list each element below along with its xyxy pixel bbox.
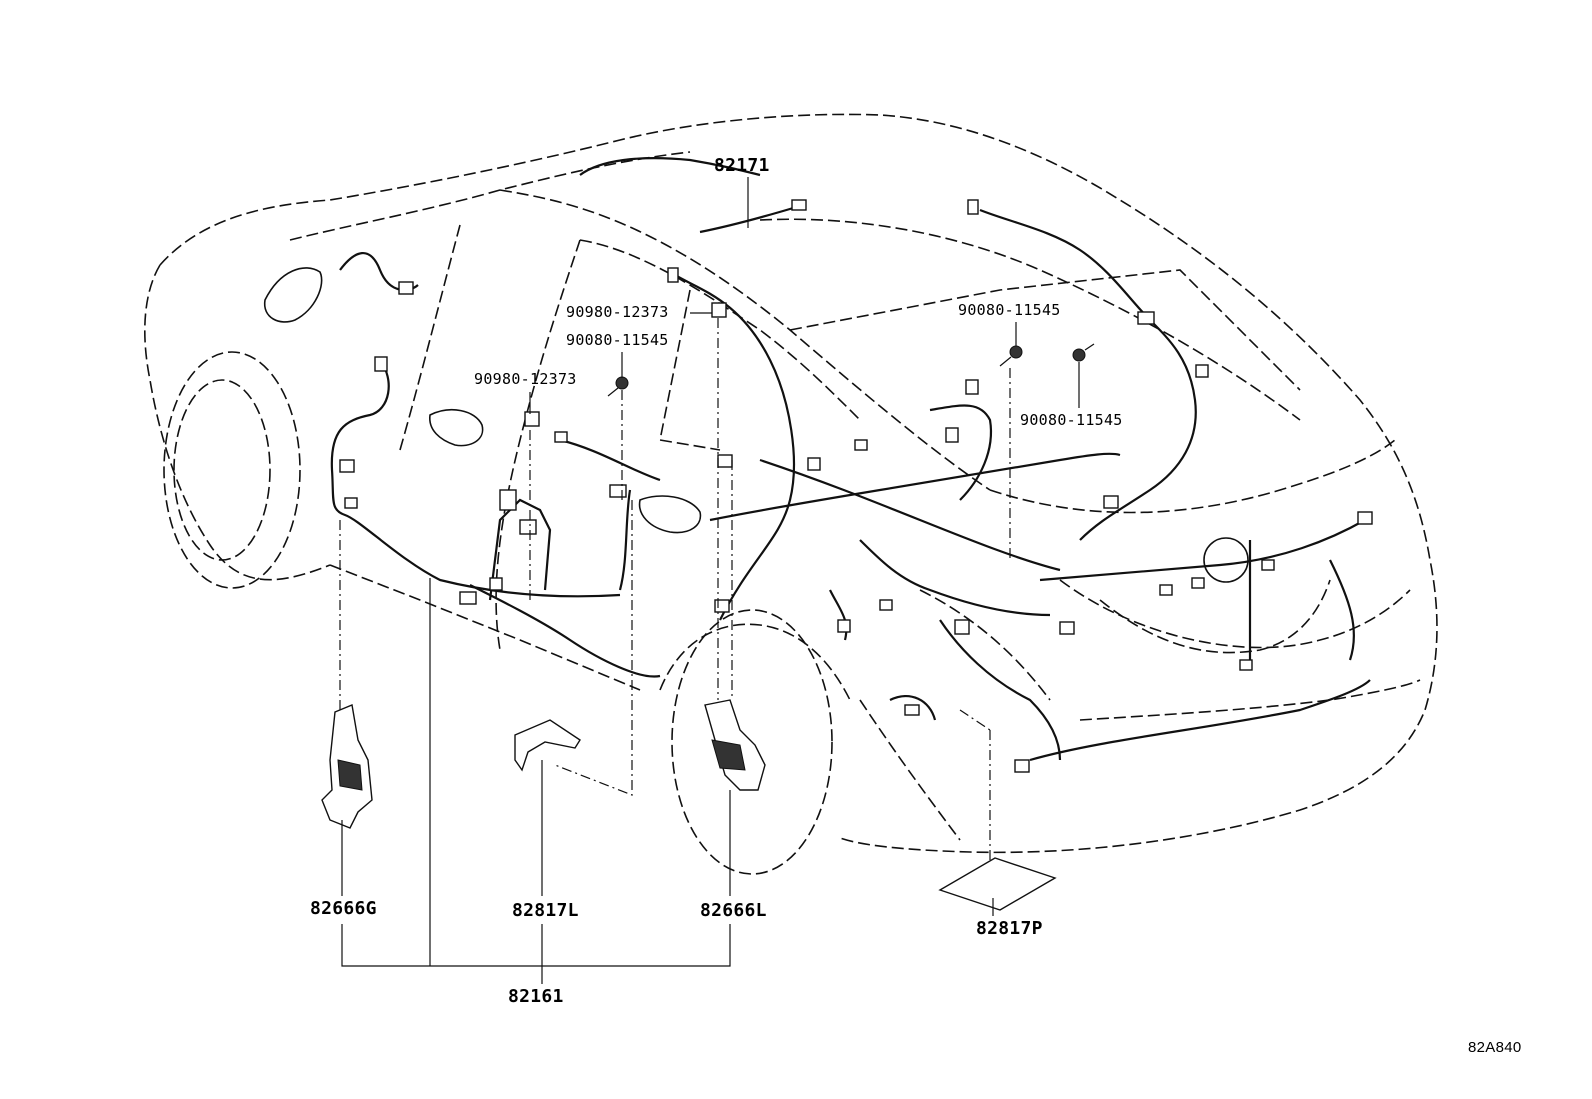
callout-90080-11545-lower-right: 90080-11545	[1020, 411, 1123, 429]
leader-lines	[341, 177, 1080, 984]
callout-82161: 82161	[508, 986, 564, 1007]
callout-82817L: 82817L	[512, 900, 579, 921]
callout-90080-11545-left: 90080-11545	[566, 331, 669, 349]
clamp-parts	[321, 699, 1057, 911]
reference-lines	[339, 318, 1011, 860]
callout-90080-11545-upper-right: 90080-11545	[958, 301, 1061, 319]
figure-code: 82A840	[1468, 1039, 1522, 1056]
bolt-icons	[607, 343, 1095, 397]
callout-82817P: 82817P	[976, 918, 1043, 939]
callout-82666G: 82666G	[310, 898, 377, 919]
callout-90980-12373-upper: 90980-12373	[566, 303, 669, 321]
vehicle-body-outline	[144, 113, 1438, 875]
harness-connectors	[339, 199, 1373, 773]
callout-90980-12373-lower: 90980-12373	[474, 370, 577, 388]
wire-harness-lines	[330, 157, 1371, 762]
callout-82171: 82171	[714, 155, 770, 176]
callout-82666L: 82666L	[700, 900, 767, 921]
